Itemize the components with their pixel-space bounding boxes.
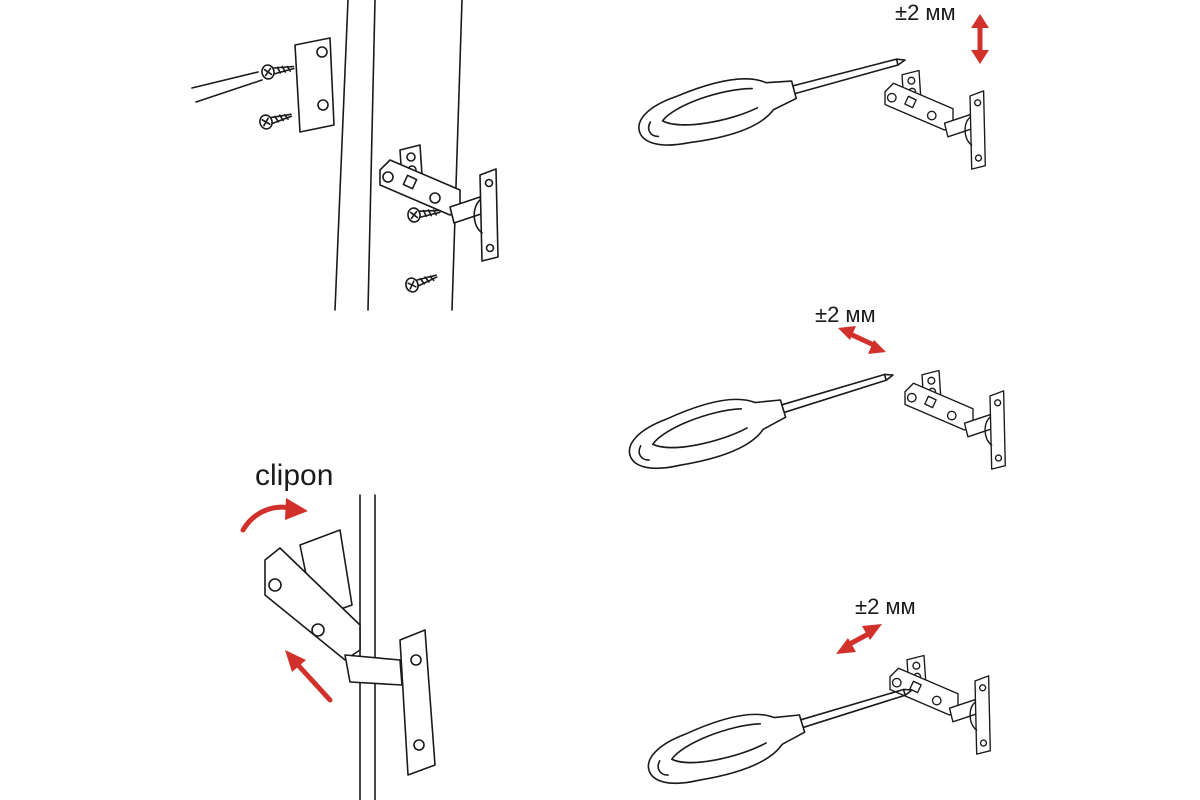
screwdriver-shaft (191, 71, 259, 89)
vertical-adjust-label: ±2 мм (895, 0, 956, 25)
vertical-double-arrow-icon (971, 14, 989, 64)
screwdriver-icon (631, 33, 913, 158)
hinge-arm (264, 547, 361, 661)
hinge-icon (889, 654, 991, 755)
panel-side-adjustment: ±2 мм (640, 594, 991, 797)
screwdriver-icon (621, 348, 902, 482)
door-edge-line (451, 0, 463, 311)
screw-icon (260, 59, 296, 81)
screwdriver-shaft (195, 79, 263, 103)
diagonal-double-arrow-icon (836, 624, 882, 654)
screw-icon (257, 107, 294, 132)
hinge-icon (379, 144, 499, 262)
panel-clipon: clipon (240, 459, 436, 800)
hinge-icon (904, 369, 1006, 470)
panel-mounting (191, 0, 499, 311)
screw-icon (403, 268, 440, 295)
cabinet-side-line (334, 0, 349, 311)
cabinet-side-line (367, 0, 376, 311)
cup-plate (399, 629, 436, 776)
mounting-plate (294, 37, 335, 133)
panel-depth-adjustment: ±2 мм (621, 302, 1006, 482)
straight-arrow-icon (285, 650, 333, 703)
side-adjust-label: ±2 мм (855, 594, 916, 619)
diagonal-double-arrow-icon (838, 326, 886, 354)
screwdriver-icon (640, 663, 921, 797)
panel-vertical-adjustment: ±2 мм (631, 0, 989, 170)
curved-arrow-icon (240, 498, 308, 533)
depth-adjust-label: ±2 мм (815, 302, 876, 327)
hinge-icon (884, 69, 986, 170)
clipon-label: clipon (255, 459, 333, 492)
